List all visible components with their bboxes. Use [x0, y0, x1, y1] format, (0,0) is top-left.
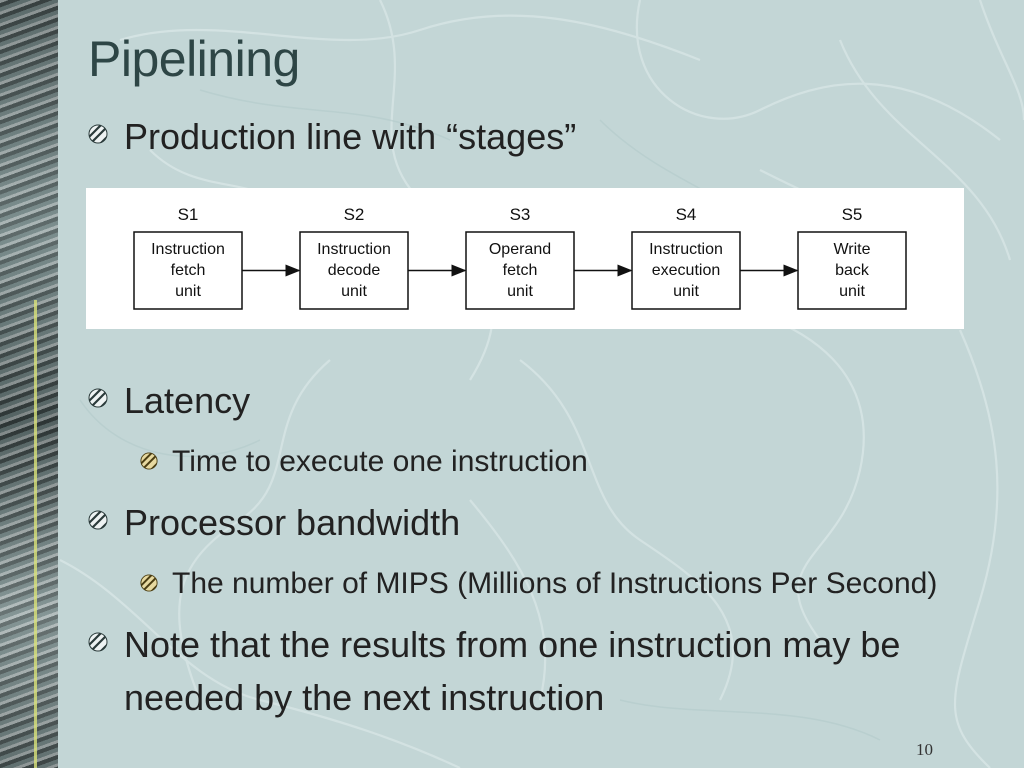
striped-ball-icon	[88, 388, 108, 408]
bullet-processor-bandwidth: Processor bandwidth	[88, 496, 460, 549]
stage-box	[133, 231, 243, 310]
stage-box	[299, 231, 409, 310]
stage-text: unit	[507, 283, 533, 300]
page-number: 10	[916, 740, 933, 759]
sub-bullet-text: The number of MIPS (Millions of Instruct…	[172, 567, 938, 600]
slide-title: Pipelining	[88, 31, 300, 87]
stage-text: back	[835, 262, 870, 279]
sub-bullet-latency: Time to execute one instruction	[140, 442, 588, 482]
bullet-text-line: Note that the results from one instructi…	[124, 624, 901, 665]
decorative-side-strip	[0, 0, 58, 768]
stage-text: fetch	[171, 262, 206, 279]
stage-box	[797, 231, 907, 310]
striped-ball-icon	[88, 632, 108, 652]
striped-ball-icon	[140, 452, 158, 470]
bullet-text-block: Note that the results from one instructi…	[124, 618, 900, 724]
bullet-note: Note that the results from one instructi…	[88, 618, 900, 724]
stage-text: fetch	[503, 262, 538, 279]
stage-text: execution	[652, 262, 721, 279]
bullet-production-line: Production line with “stages”	[88, 110, 576, 163]
stage-text: Instruction	[649, 241, 723, 258]
stage-label: S5	[842, 205, 863, 224]
stage-label: S1	[178, 205, 199, 224]
stage-box	[631, 231, 741, 310]
stage-text: unit	[673, 283, 699, 300]
stage-text: unit	[341, 283, 367, 300]
stage-text: decode	[328, 262, 381, 279]
bullet-latency: Latency	[88, 374, 250, 427]
striped-ball-icon	[88, 510, 108, 530]
stage-label: S4	[676, 205, 697, 224]
decorative-line	[34, 300, 37, 768]
stage-text: Write	[833, 241, 870, 258]
stage-label: S2	[344, 205, 365, 224]
stage-text: unit	[175, 283, 201, 300]
stage-text: Instruction	[317, 241, 391, 258]
bullet-text-line: needed by the next instruction	[124, 677, 605, 718]
sub-bullet-text: Time to execute one instruction	[172, 445, 588, 478]
striped-ball-icon	[88, 124, 108, 144]
stage-text: unit	[839, 283, 865, 300]
stage-text: Operand	[489, 241, 551, 258]
stage-label: S3	[510, 205, 531, 224]
bullet-text: Latency	[124, 380, 251, 421]
striped-ball-icon	[140, 574, 158, 592]
stage-box	[465, 231, 575, 310]
bullet-text: Production line with “stages”	[124, 116, 577, 157]
sub-bullet-bandwidth: The number of MIPS (Millions of Instruct…	[140, 564, 937, 604]
bullet-text: Processor bandwidth	[124, 502, 461, 543]
stage-text: Instruction	[151, 241, 225, 258]
